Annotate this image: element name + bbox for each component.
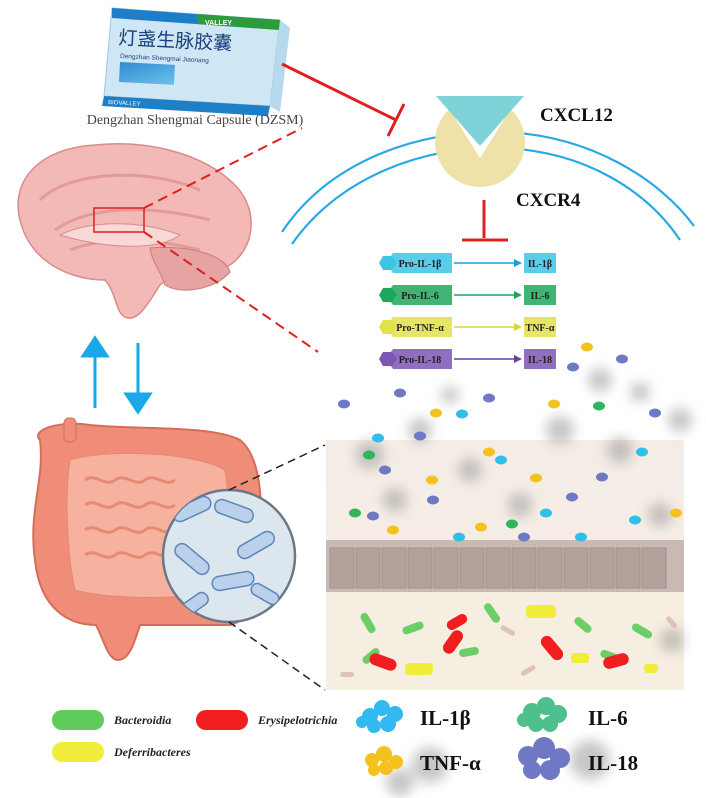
legend-bacteria-label: Bacteroidia	[113, 713, 171, 727]
pathway-row: Pro-TNF-α TNF-α	[379, 317, 556, 337]
gut-shadows	[356, 368, 692, 796]
magnifier-zoom-lines	[228, 444, 326, 691]
hexagon-icon	[379, 352, 397, 366]
bacteria-legend: Bacteroidia ErysipelotrichiaDeferribacter…	[52, 710, 337, 762]
pro-cytokine-label: Pro-TNF-α	[396, 323, 444, 334]
mature-cytokine-box	[524, 253, 556, 273]
cytokine-dots	[338, 342, 682, 542]
mature-cytokine-label: IL-6	[531, 291, 550, 302]
bacteria-magnifier	[161, 488, 297, 624]
mature-cytokine-box	[524, 349, 556, 369]
box-title-pinyin: Dengzhan Shengmai Jiaonang	[120, 53, 210, 65]
arrowhead-icon	[514, 259, 522, 267]
legend-swatch	[196, 710, 248, 730]
gut-panel	[326, 440, 684, 690]
pathway-row: Pro-IL-6 IL-6	[379, 285, 556, 305]
hexagon-icon	[379, 320, 397, 334]
mature-cytokine-label: IL-18	[528, 355, 552, 366]
drug-caption: Dengzhan Shengmai Capsule (DZSM)	[87, 113, 304, 128]
mature-cytokine-label: TNF-α	[526, 323, 555, 334]
cytokine-legend: IL-1β IL-6 TNF-α IL-18	[356, 697, 638, 780]
pathway-row: Pro-IL-18 IL-18	[379, 349, 556, 369]
mature-cytokine-box	[524, 285, 556, 305]
box-brand-footer: BIOVALLEY	[108, 100, 141, 108]
mature-cytokine-label: IL-1β	[528, 259, 552, 270]
receptor-inhibition	[462, 200, 508, 242]
brain-illustration	[17, 143, 252, 319]
pro-cytokine-box	[386, 285, 452, 305]
pro-cytokine-label: Pro-IL-1β	[399, 259, 442, 270]
cxcl12-ligand-icon	[436, 96, 524, 146]
brain-gut-arrows	[80, 335, 153, 415]
label-cxcl12: CXCL12	[540, 105, 613, 126]
box-brand: VALLEY	[205, 20, 232, 27]
arrowhead-icon	[514, 355, 522, 363]
il1b-cloud-icon	[356, 700, 403, 733]
legend-bacteria-label: Deferribacteres	[113, 745, 191, 759]
il6-cloud-icon	[517, 697, 567, 732]
legend-bacteria-label: Erysipelotrichia	[257, 713, 337, 727]
mature-cytokine-box	[524, 317, 556, 337]
legend-il6-label: IL-6	[588, 706, 628, 730]
brain-zoom-lines	[143, 127, 319, 353]
label-cxcr4: CXCR4	[516, 190, 581, 211]
legend-swatch	[52, 710, 104, 730]
hexagon-icon	[379, 256, 397, 270]
legend-il1b-label: IL-1β	[420, 706, 471, 730]
tnfa-cloud-icon	[365, 746, 403, 776]
arrowhead-icon	[514, 323, 522, 331]
pro-cytokine-box	[386, 253, 452, 273]
pro-cytokine-label: Pro-IL-18	[399, 355, 442, 366]
pro-cytokine-box	[386, 317, 452, 337]
gut-bacteria	[340, 603, 678, 677]
legend-swatch	[52, 742, 104, 762]
il18-cloud-icon	[518, 737, 570, 780]
hexagon-icon	[379, 288, 397, 302]
legend-tnfa-label: TNF-α	[420, 751, 481, 775]
medicine-box: VALLEY 灯盏生脉胶囊 Dengzhan Shengmai Jiaonang…	[102, 7, 290, 116]
arrowhead-icon	[514, 291, 522, 299]
drug-inhibition-arrow	[281, 62, 406, 137]
brain-roi-box	[93, 207, 145, 233]
legend-il18-label: IL-18	[588, 751, 638, 775]
pro-cytokine-label: Pro-IL-6	[401, 291, 439, 302]
pathway-row: Pro-IL-1β IL-1β	[379, 253, 556, 273]
pro-cytokine-box	[386, 349, 452, 369]
box-graphic	[118, 61, 175, 85]
